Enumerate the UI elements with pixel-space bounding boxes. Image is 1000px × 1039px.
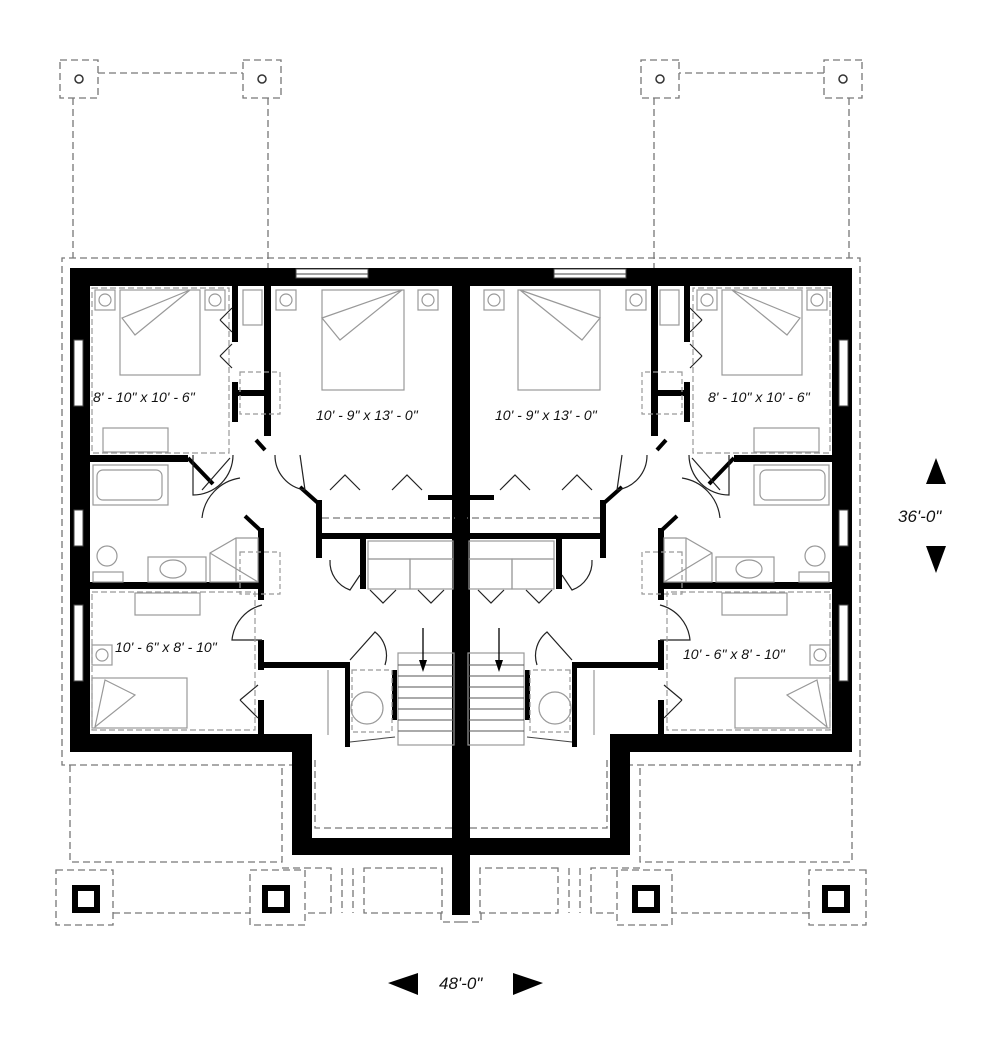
arrow-right-icon	[513, 973, 543, 995]
right-unit	[458, 58, 868, 927]
depth-dimension: 36'-0"	[898, 507, 942, 526]
room-label: 10' - 6" x 8' - 10"	[683, 646, 786, 662]
arrow-left-icon	[388, 973, 418, 995]
room-label: 10' - 6" x 8' - 10"	[115, 639, 218, 655]
arrow-up-icon	[926, 458, 946, 484]
room-label: 10' - 9" x 13' - 0"	[495, 407, 598, 423]
room-label: 10' - 9" x 13' - 0"	[316, 407, 419, 423]
room-label: 8' - 10" x 10' - 6"	[93, 389, 196, 405]
room-label: 8' - 10" x 10' - 6"	[708, 389, 811, 405]
arrow-down-icon	[926, 546, 946, 573]
left-unit	[54, 58, 464, 927]
width-dimension: 48'-0"	[439, 974, 483, 993]
